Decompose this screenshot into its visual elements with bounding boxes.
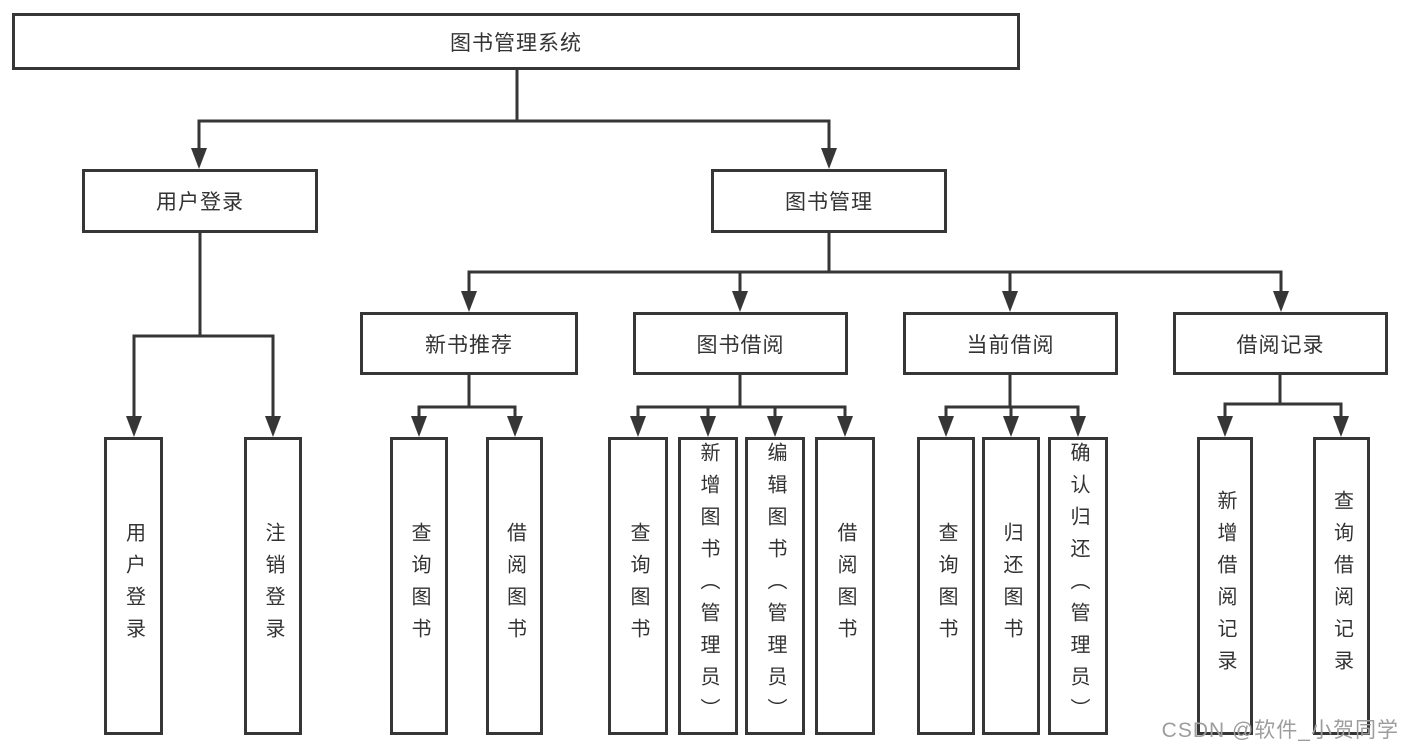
connector-line bbox=[197, 67, 831, 154]
node-label: 借阅图书 bbox=[503, 522, 526, 650]
arrowhead bbox=[1217, 416, 1233, 437]
node-label: 借阅图书 bbox=[834, 522, 856, 650]
node-current-borrowing: 当前借阅 bbox=[903, 312, 1118, 375]
arrowhead bbox=[837, 416, 853, 437]
node-label: 确认归还（管理员） bbox=[1067, 442, 1089, 730]
node-label: 用户登录 bbox=[122, 522, 145, 650]
connector-line bbox=[944, 372, 1080, 423]
node-leaf-return-books: 归还图书 bbox=[982, 437, 1040, 735]
node-label: 图书借阅 bbox=[696, 333, 785, 357]
connector-line bbox=[467, 231, 1283, 297]
node-leaf-edit-books-admin: 编辑图书（管理员） bbox=[745, 437, 805, 735]
node-label: 图书管理系统 bbox=[450, 31, 582, 55]
arrowhead bbox=[700, 416, 716, 437]
node-leaf-confirm-return-admin: 确认归还（管理员） bbox=[1048, 437, 1108, 735]
node-leaf-query-books-current: 查询图书 bbox=[917, 437, 975, 735]
node-leaf-query-books-borrow: 查询图书 bbox=[608, 437, 668, 735]
connector-line bbox=[1223, 372, 1343, 423]
node-leaf-logout: 注销登录 bbox=[244, 437, 302, 735]
node-leaf-add-borrow-record: 新增借阅记录 bbox=[1197, 437, 1253, 735]
node-label: 图书管理 bbox=[785, 191, 873, 214]
arrowhead bbox=[1333, 416, 1349, 437]
node-user-login: 用户登录 bbox=[82, 169, 318, 233]
node-label: 新增图书（管理员） bbox=[697, 442, 719, 730]
node-label: 新书推荐 bbox=[425, 333, 513, 357]
arrowhead bbox=[126, 416, 142, 437]
node-leaf-user-login: 用户登录 bbox=[104, 437, 163, 735]
node-book-borrowing: 图书借阅 bbox=[633, 312, 848, 375]
node-leaf-borrow-books: 借阅图书 bbox=[815, 437, 875, 735]
arrowhead bbox=[461, 291, 477, 312]
node-label: 查询图书 bbox=[408, 522, 430, 650]
node-label: 查询图书 bbox=[627, 522, 649, 650]
node-new-book-recommendation: 新书推荐 bbox=[360, 312, 578, 375]
arrowhead bbox=[191, 148, 207, 169]
node-borrowing-records: 借阅记录 bbox=[1173, 312, 1388, 375]
node-leaf-query-books-recommend: 查询图书 bbox=[390, 437, 448, 735]
connector-line bbox=[417, 372, 517, 423]
arrowhead bbox=[1003, 416, 1019, 437]
arrowhead bbox=[821, 148, 837, 169]
arrowhead bbox=[767, 416, 783, 437]
node-label: 注销登录 bbox=[262, 522, 284, 650]
arrowhead bbox=[507, 416, 523, 437]
node-leaf-borrow-books-recommend: 借阅图书 bbox=[486, 437, 543, 735]
csdn-watermark: CSDN @软件_小贺同学 bbox=[1161, 719, 1399, 742]
arrowhead bbox=[630, 416, 646, 437]
node-label: 查询借阅记录 bbox=[1330, 490, 1353, 682]
node-library-management-system: 图书管理系统 bbox=[12, 13, 1020, 70]
arrowhead bbox=[1002, 291, 1018, 312]
node-book-management: 图书管理 bbox=[711, 169, 947, 233]
connector-line bbox=[132, 231, 275, 422]
node-leaf-query-borrow-record: 查询借阅记录 bbox=[1313, 437, 1370, 735]
node-label: 新增借阅记录 bbox=[1214, 490, 1236, 682]
arrowhead bbox=[1070, 416, 1086, 437]
node-leaf-add-books-admin: 新增图书（管理员） bbox=[678, 437, 738, 735]
node-label: 用户登录 bbox=[156, 191, 244, 214]
node-label: 归还图书 bbox=[1000, 522, 1022, 650]
node-label: 查询图书 bbox=[935, 522, 957, 650]
arrowhead bbox=[732, 291, 748, 312]
arrowhead bbox=[411, 416, 427, 437]
node-label: 当前借阅 bbox=[966, 333, 1055, 357]
node-label: 编辑图书（管理员） bbox=[764, 442, 786, 730]
connector-line bbox=[636, 372, 847, 423]
arrowhead bbox=[265, 416, 281, 437]
node-label: 借阅记录 bbox=[1236, 333, 1325, 357]
arrowhead bbox=[938, 416, 954, 437]
arrowhead bbox=[1273, 291, 1289, 312]
